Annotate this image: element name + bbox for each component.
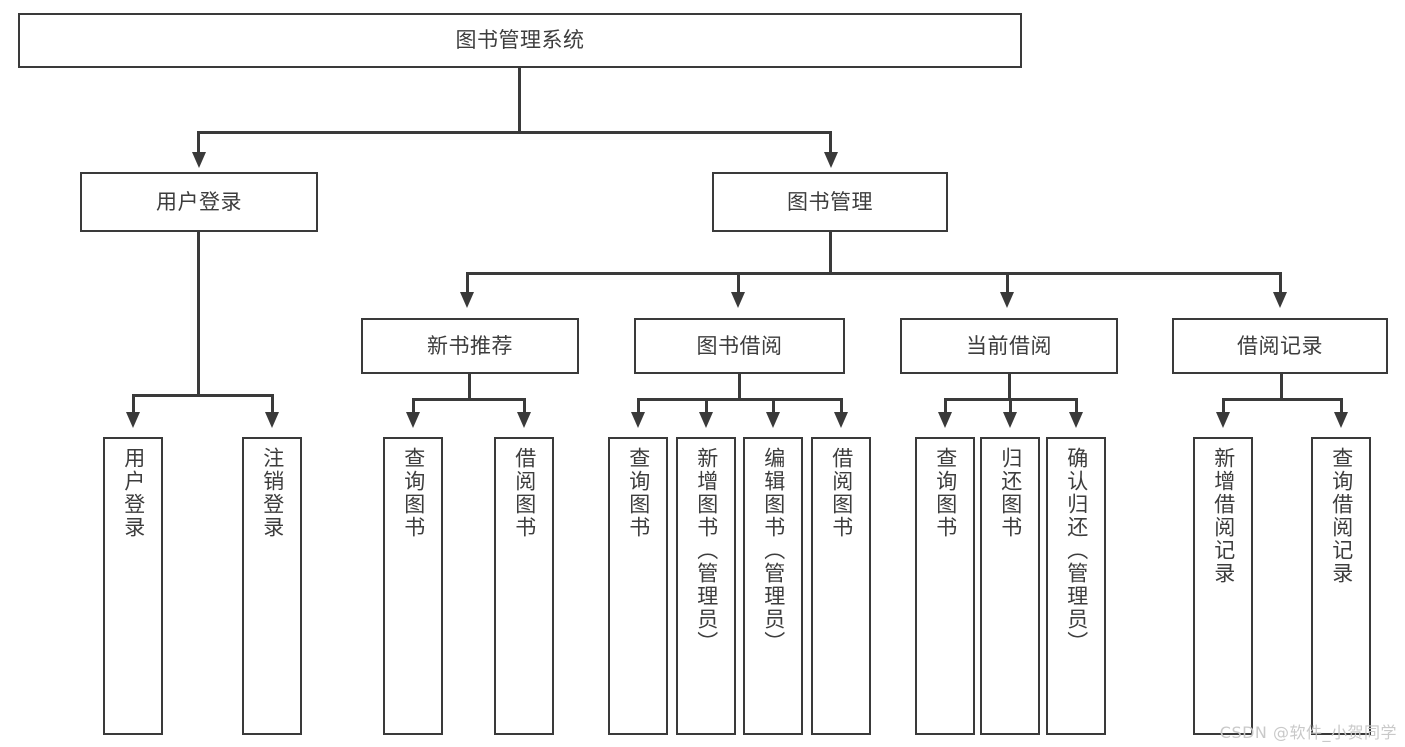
arrow-to-nbr-leaf-1: [406, 412, 420, 428]
node-label: 借阅图书: [829, 447, 854, 539]
connector-br-drop-2: [1340, 398, 1343, 414]
node-book-management[interactable]: 图书管理: [712, 172, 948, 232]
leaf-current-borrow-1[interactable]: 查询图书: [915, 437, 975, 735]
node-label: 确认归还（管理员）: [1064, 447, 1089, 654]
arrow-to-bb-leaf-2: [699, 412, 713, 428]
arrow-to-cb-leaf-2: [1003, 412, 1017, 428]
arrow-to-user-login: [192, 152, 206, 168]
arrow-to-br-leaf-1: [1216, 412, 1230, 428]
arrow-to-br-leaf-2: [1334, 412, 1348, 428]
node-label: 注销登录: [260, 447, 285, 539]
leaf-borrow-record-2[interactable]: 查询借阅记录: [1311, 437, 1371, 735]
arrow-to-userlogin-leaf-1: [126, 412, 140, 428]
arrow-to-new-book-recommend: [460, 292, 474, 308]
leaf-user-login-2[interactable]: 注销登录: [242, 437, 302, 735]
arrow-to-nbr-leaf-2: [517, 412, 531, 428]
node-label: 查询借阅记录: [1329, 447, 1354, 585]
connector-bm-drop-1: [466, 272, 469, 294]
node-label: 图书管理系统: [455, 28, 585, 53]
node-current-borrow[interactable]: 当前借阅: [900, 318, 1118, 374]
node-label: 新增图书（管理员）: [694, 447, 719, 654]
node-label: 新增借阅记录: [1211, 447, 1236, 585]
node-label: 用户登录: [121, 447, 146, 539]
connector-bm-drop-2: [737, 272, 740, 294]
node-new-book-recommend[interactable]: 新书推荐: [361, 318, 579, 374]
connector-root-stem: [518, 68, 521, 132]
node-label: 新书推荐: [427, 333, 513, 358]
connector-nbr-stem: [468, 374, 471, 400]
connector-userlogin-drop-1: [132, 394, 135, 414]
node-label: 图书借阅: [696, 333, 783, 358]
arrow-to-cb-leaf-3: [1069, 412, 1083, 428]
arrow-to-userlogin-leaf-2: [265, 412, 279, 428]
connector-bb-drop-3: [772, 398, 775, 414]
leaf-book-borrow-4[interactable]: 借阅图书: [811, 437, 871, 735]
connector-br-drop-1: [1222, 398, 1225, 414]
connector-root-drop-1: [197, 131, 200, 155]
connector-userlogin-drop-2: [271, 394, 274, 414]
leaf-current-borrow-3[interactable]: 确认归还（管理员）: [1046, 437, 1106, 735]
connector-cb-drop-3: [1075, 398, 1078, 414]
connector-nbr-drop-2: [523, 398, 526, 414]
leaf-user-login-1[interactable]: 用户登录: [103, 437, 163, 735]
watermark-text: CSDN @软件_小贺同学: [1219, 723, 1397, 742]
connector-cb-drop-1: [944, 398, 947, 414]
arrow-to-bb-leaf-3: [766, 412, 780, 428]
node-root-book-management-system[interactable]: 图书管理系统: [18, 13, 1022, 68]
arrow-to-bb-leaf-1: [631, 412, 645, 428]
connector-bb-drop-4: [840, 398, 843, 414]
arrow-to-book-borrow: [731, 292, 745, 308]
node-user-login[interactable]: 用户登录: [80, 172, 318, 232]
connector-bb-stem: [738, 374, 741, 400]
connector-root-drop-2: [829, 131, 832, 155]
connector-bookmanage-stem: [829, 232, 832, 274]
node-label: 借阅记录: [1237, 333, 1323, 358]
arrow-to-book-manage: [824, 152, 838, 168]
node-borrow-record[interactable]: 借阅记录: [1172, 318, 1388, 374]
connector-cb-stem: [1008, 374, 1011, 400]
connector-bm-drop-3: [1006, 272, 1009, 294]
connector-cb-drop-2: [1009, 398, 1012, 414]
leaf-borrow-record-1[interactable]: 新增借阅记录: [1193, 437, 1253, 735]
connector-bb-bus: [637, 398, 842, 401]
node-label: 查询图书: [933, 447, 958, 539]
leaf-book-borrow-1[interactable]: 查询图书: [608, 437, 668, 735]
connector-root-bus: [197, 131, 831, 134]
connector-br-bus: [1222, 398, 1342, 401]
node-label: 借阅图书: [512, 447, 537, 539]
connector-userlogin-stem: [197, 232, 200, 396]
connector-userlogin-bus: [132, 394, 272, 397]
node-label: 查询图书: [401, 447, 426, 539]
connector-bb-drop-2: [705, 398, 708, 414]
leaf-book-borrow-3[interactable]: 编辑图书（管理员）: [743, 437, 803, 735]
node-label: 图书管理: [787, 189, 873, 214]
arrow-to-borrow-record: [1273, 292, 1287, 308]
connector-nbr-drop-1: [412, 398, 415, 414]
connector-nbr-bus: [412, 398, 525, 401]
leaf-current-borrow-2[interactable]: 归还图书: [980, 437, 1040, 735]
connector-bb-drop-1: [637, 398, 640, 414]
node-label: 用户登录: [156, 189, 242, 214]
connector-bm-drop-4: [1279, 272, 1282, 294]
arrow-to-current-borrow: [1000, 292, 1014, 308]
node-label: 归还图书: [998, 447, 1023, 539]
node-label: 编辑图书（管理员）: [761, 447, 786, 654]
node-label: 查询图书: [626, 447, 651, 539]
node-label: 当前借阅: [966, 333, 1052, 358]
leaf-book-borrow-2[interactable]: 新增图书（管理员）: [676, 437, 736, 735]
leaf-new-book-recommend-1[interactable]: 查询图书: [383, 437, 443, 735]
leaf-new-book-recommend-2[interactable]: 借阅图书: [494, 437, 554, 735]
arrow-to-bb-leaf-4: [834, 412, 848, 428]
node-book-borrow[interactable]: 图书借阅: [634, 318, 845, 374]
connector-bookmanage-bus: [466, 272, 1281, 275]
connector-br-stem: [1280, 374, 1283, 400]
arrow-to-cb-leaf-1: [938, 412, 952, 428]
